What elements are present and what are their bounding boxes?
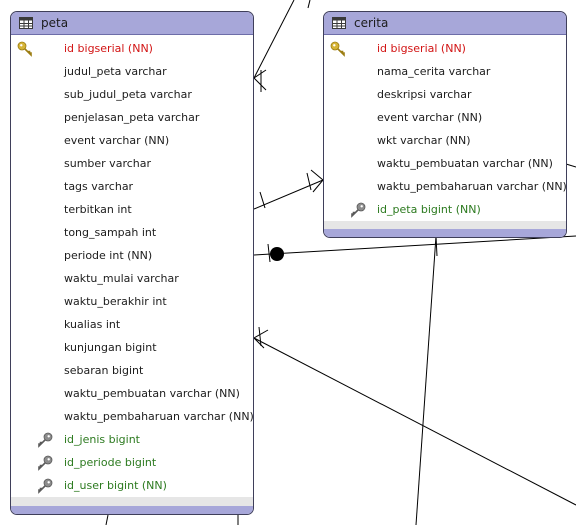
crows-foot-line	[312, 179, 324, 193]
field-name: sub_judul_peta varchar	[64, 88, 192, 101]
crows-foot-line	[253, 69, 267, 79]
field-name: kualias int	[64, 318, 121, 331]
relationship-line-bottom-left	[105, 514, 109, 525]
primary-key-icon	[17, 41, 33, 57]
field-name: id_peta bigint (NN)	[377, 203, 481, 216]
crows-foot-bar	[258, 326, 262, 347]
entity-peta[interactable]: peta id bigserial (NN) judul_peta varchar…	[10, 11, 254, 515]
field-name: wkt varchar (NN)	[377, 134, 471, 147]
field-row[interactable]: sub_judul_peta varchar	[11, 83, 253, 106]
field-name: waktu_mulai varchar	[64, 272, 179, 285]
relationship-line-diagonal	[253, 337, 576, 506]
relationship-line-peta-cerita	[253, 179, 324, 210]
crows-foot-bar	[306, 172, 312, 191]
field-row[interactable]: wkt varchar (NN)	[324, 129, 566, 152]
field-row[interactable]: kualias int	[11, 313, 253, 336]
top-line-short	[307, 0, 311, 9]
field-row[interactable]: tong_sampah int	[11, 221, 253, 244]
field-name: event varchar (NN)	[64, 134, 170, 147]
field-row[interactable]: id_peta bigint (NN)	[324, 198, 566, 221]
field-name: waktu_pembuatan varchar (NN)	[377, 157, 553, 170]
entity-footer	[11, 506, 253, 514]
field-name: id bigserial (NN)	[64, 42, 153, 55]
relationship-line-vertical	[415, 235, 437, 525]
primary-key-icon	[330, 41, 346, 57]
crows-foot-line	[253, 77, 267, 91]
field-name: event varchar (NN)	[377, 111, 483, 124]
field-name: judul_peta varchar	[64, 65, 167, 78]
crows-foot-line	[253, 337, 265, 349]
field-row[interactable]: waktu_berakhir int	[11, 290, 253, 313]
foreign-key-icon	[37, 432, 53, 448]
field-row[interactable]: periode int (NN)	[11, 244, 253, 267]
field-name: waktu_pembaharuan varchar (NN)	[64, 410, 254, 423]
entity-header[interactable]: cerita	[324, 12, 566, 35]
relationship-line-top	[253, 0, 295, 79]
entity-footer-spacer	[11, 497, 253, 506]
field-row[interactable]: id_user bigint (NN)	[11, 474, 253, 497]
entity-title: cerita	[354, 16, 389, 30]
field-name: deskripsi varchar	[377, 88, 472, 101]
field-name: tags varchar	[64, 180, 134, 193]
crows-foot-line	[253, 329, 269, 339]
entity-cerita[interactable]: cerita id bigserial (NN) nama_cerita varc…	[323, 11, 567, 238]
field-row[interactable]: waktu_mulai varchar	[11, 267, 253, 290]
field-row[interactable]: kunjungan bigint	[11, 336, 253, 359]
field-row[interactable]: penjelasan_peta varchar	[11, 106, 253, 129]
field-name: id_jenis bigint	[64, 433, 140, 446]
one-bar	[267, 243, 271, 263]
relationship-line-dot	[253, 235, 576, 256]
field-row[interactable]: waktu_pembuatan varchar (NN)	[324, 152, 566, 175]
field-row[interactable]: waktu_pembuatan varchar (NN)	[11, 382, 253, 405]
field-row[interactable]: event varchar (NN)	[11, 129, 253, 152]
field-name: waktu_pembaharuan varchar (NN)	[377, 180, 567, 193]
field-row[interactable]: terbitkan int	[11, 198, 253, 221]
field-name: penjelasan_peta varchar	[64, 111, 200, 124]
field-name: waktu_berakhir int	[64, 295, 167, 308]
field-row[interactable]: id_jenis bigint	[11, 428, 253, 451]
field-row[interactable]: judul_peta varchar	[11, 60, 253, 83]
field-name: id_user bigint (NN)	[64, 479, 167, 492]
field-row[interactable]: tags varchar	[11, 175, 253, 198]
field-name: terbitkan int	[64, 203, 132, 216]
field-row[interactable]: waktu_pembaharuan varchar (NN)	[324, 175, 566, 198]
field-name: periode int (NN)	[64, 249, 153, 262]
foreign-key-icon	[350, 202, 366, 218]
field-row[interactable]: id bigserial (NN)	[324, 37, 566, 60]
field-row[interactable]: sumber varchar	[11, 152, 253, 175]
crows-foot-line	[310, 169, 324, 181]
field-row[interactable]: deskripsi varchar	[324, 83, 566, 106]
field-name: nama_cerita varchar	[377, 65, 491, 78]
field-row[interactable]: id_periode bigint	[11, 451, 253, 474]
entity-footer-spacer	[324, 221, 566, 230]
foreign-key-icon	[37, 455, 53, 471]
field-name: sebaran bigint	[64, 364, 144, 377]
relationship-dot	[270, 247, 284, 261]
entity-title: peta	[41, 16, 69, 30]
field-row[interactable]: sebaran bigint	[11, 359, 253, 382]
field-row[interactable]: event varchar (NN)	[324, 106, 566, 129]
one-bar	[259, 191, 266, 209]
field-name: id_periode bigint	[64, 456, 157, 469]
table-icon	[19, 17, 33, 29]
entity-header[interactable]: peta	[11, 12, 253, 35]
relationship-line-right	[565, 163, 576, 168]
foreign-key-icon	[37, 478, 53, 494]
field-name: sumber varchar	[64, 157, 152, 170]
field-name: kunjungan bigint	[64, 341, 157, 354]
table-icon	[332, 17, 346, 29]
field-name: tong_sampah int	[64, 226, 157, 239]
entity-footer	[324, 229, 566, 237]
field-name: waktu_pembuatan varchar (NN)	[64, 387, 240, 400]
field-name: id bigserial (NN)	[377, 42, 466, 55]
field-row[interactable]: id bigserial (NN)	[11, 37, 253, 60]
field-row[interactable]: waktu_pembaharuan varchar (NN)	[11, 405, 253, 428]
field-row[interactable]: nama_cerita varchar	[324, 60, 566, 83]
